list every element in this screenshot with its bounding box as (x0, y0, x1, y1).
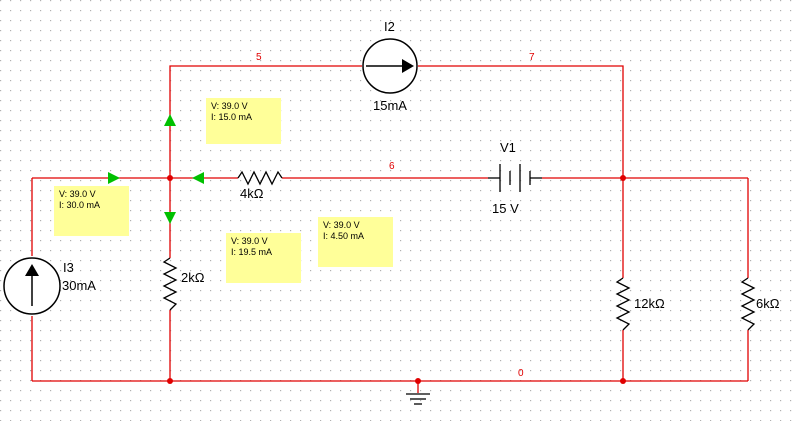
junction-dot (415, 378, 421, 384)
probe-current: I: 19.5 mA (231, 247, 273, 257)
probe-arrow-up (164, 114, 176, 126)
probe-current: I: 30.0 mA (59, 200, 101, 210)
resistor-2k[interactable] (162, 257, 178, 311)
probe-arrows (108, 114, 204, 224)
probe-voltage: V: 39.0 V (323, 220, 360, 230)
resistor-4k-label: 4kΩ (240, 186, 264, 201)
probe-current: I: 15.0 mA (211, 112, 253, 122)
v1-value: 15 V (492, 201, 519, 216)
i3-value: 30mA (62, 278, 96, 293)
wire-node-7[interactable] (418, 65, 624, 178)
node-label-5: 5 (256, 52, 262, 63)
probe-4k-branch[interactable]: V: 39.0 V I: 4.50 mA (318, 217, 393, 267)
i3-name: I3 (63, 260, 74, 275)
current-source-i3[interactable] (3, 257, 61, 315)
probe-arrow-down (164, 212, 176, 224)
ground-symbol[interactable] (406, 393, 430, 405)
probe-arrow-right (108, 172, 120, 184)
junction-dot (167, 378, 173, 384)
wires[interactable] (31, 65, 749, 393)
junction-dot (167, 175, 173, 181)
resistor-4k[interactable] (237, 170, 283, 186)
current-source-i2[interactable] (362, 38, 418, 94)
probe-voltage: V: 39.0 V (211, 101, 248, 111)
junction-dot (620, 175, 626, 181)
resistor-12k-label: 12kΩ (634, 296, 665, 311)
probe-i2-branch[interactable]: V: 39.0 V I: 15.0 mA (206, 98, 281, 144)
probe-voltage: V: 39.0 V (231, 236, 268, 246)
i2-value: 15mA (373, 98, 407, 113)
i2-name: I2 (384, 19, 395, 34)
probe-voltage: V: 39.0 V (59, 189, 96, 199)
probe-arrow-left (192, 172, 204, 184)
battery-v1[interactable] (488, 164, 542, 192)
probe-2k-branch[interactable]: V: 39.0 V I: 19.5 mA (226, 233, 301, 283)
junction-dots (167, 175, 626, 384)
resistor-6k-label: 6kΩ (756, 296, 780, 311)
resistor-6k[interactable] (740, 277, 756, 331)
junction-dot (620, 378, 626, 384)
resistor-12k[interactable] (615, 277, 631, 331)
v1-name: V1 (500, 140, 516, 155)
resistor-2k-label: 2kΩ (181, 270, 205, 285)
probe-current: I: 4.50 mA (323, 231, 365, 241)
probe-i3-branch[interactable]: V: 39.0 V I: 30.0 mA (54, 186, 129, 236)
node-label-6: 6 (389, 161, 395, 172)
node-label-0: 0 (518, 368, 524, 379)
node-label-7: 7 (529, 52, 535, 63)
wire-node-5[interactable] (169, 65, 362, 178)
